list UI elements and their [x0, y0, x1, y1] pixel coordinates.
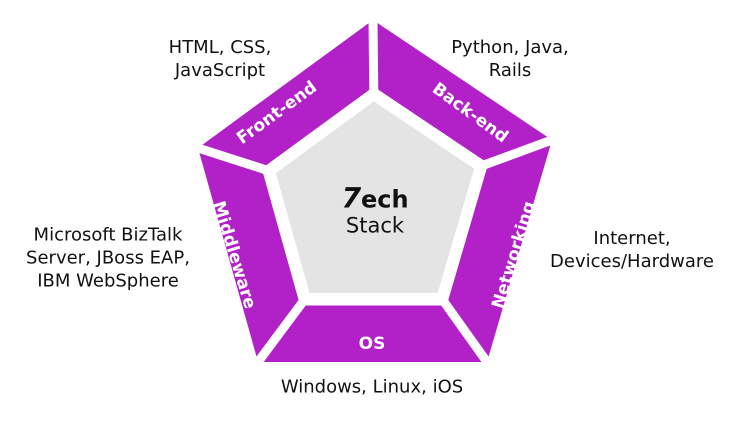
segment-divider [254, 296, 309, 365]
segment-divider [368, 19, 379, 95]
segment-divider [196, 143, 271, 176]
tech-stack-logo: 7ech Stack [338, 182, 409, 239]
os-items: Windows, Linux, iOS [280, 376, 464, 398]
logo-subtitle: Stack [345, 213, 405, 238]
frontend-items: HTML, CSS, JavaScript [168, 37, 272, 81]
segment-divider [479, 135, 554, 171]
networking-items: Internet, Devices/Hardware [550, 228, 714, 272]
segment-label-os: OS [358, 334, 386, 354]
middleware-items: Microsoft BizTalk Server, JBoss EAP, IBM… [26, 224, 190, 292]
backend-items: Python, Java, Rails [451, 37, 569, 81]
segment-divider [438, 296, 491, 365]
center-pentagon [275, 101, 475, 293]
segment-dividers [196, 19, 554, 365]
logo-text: ech [360, 185, 409, 214]
